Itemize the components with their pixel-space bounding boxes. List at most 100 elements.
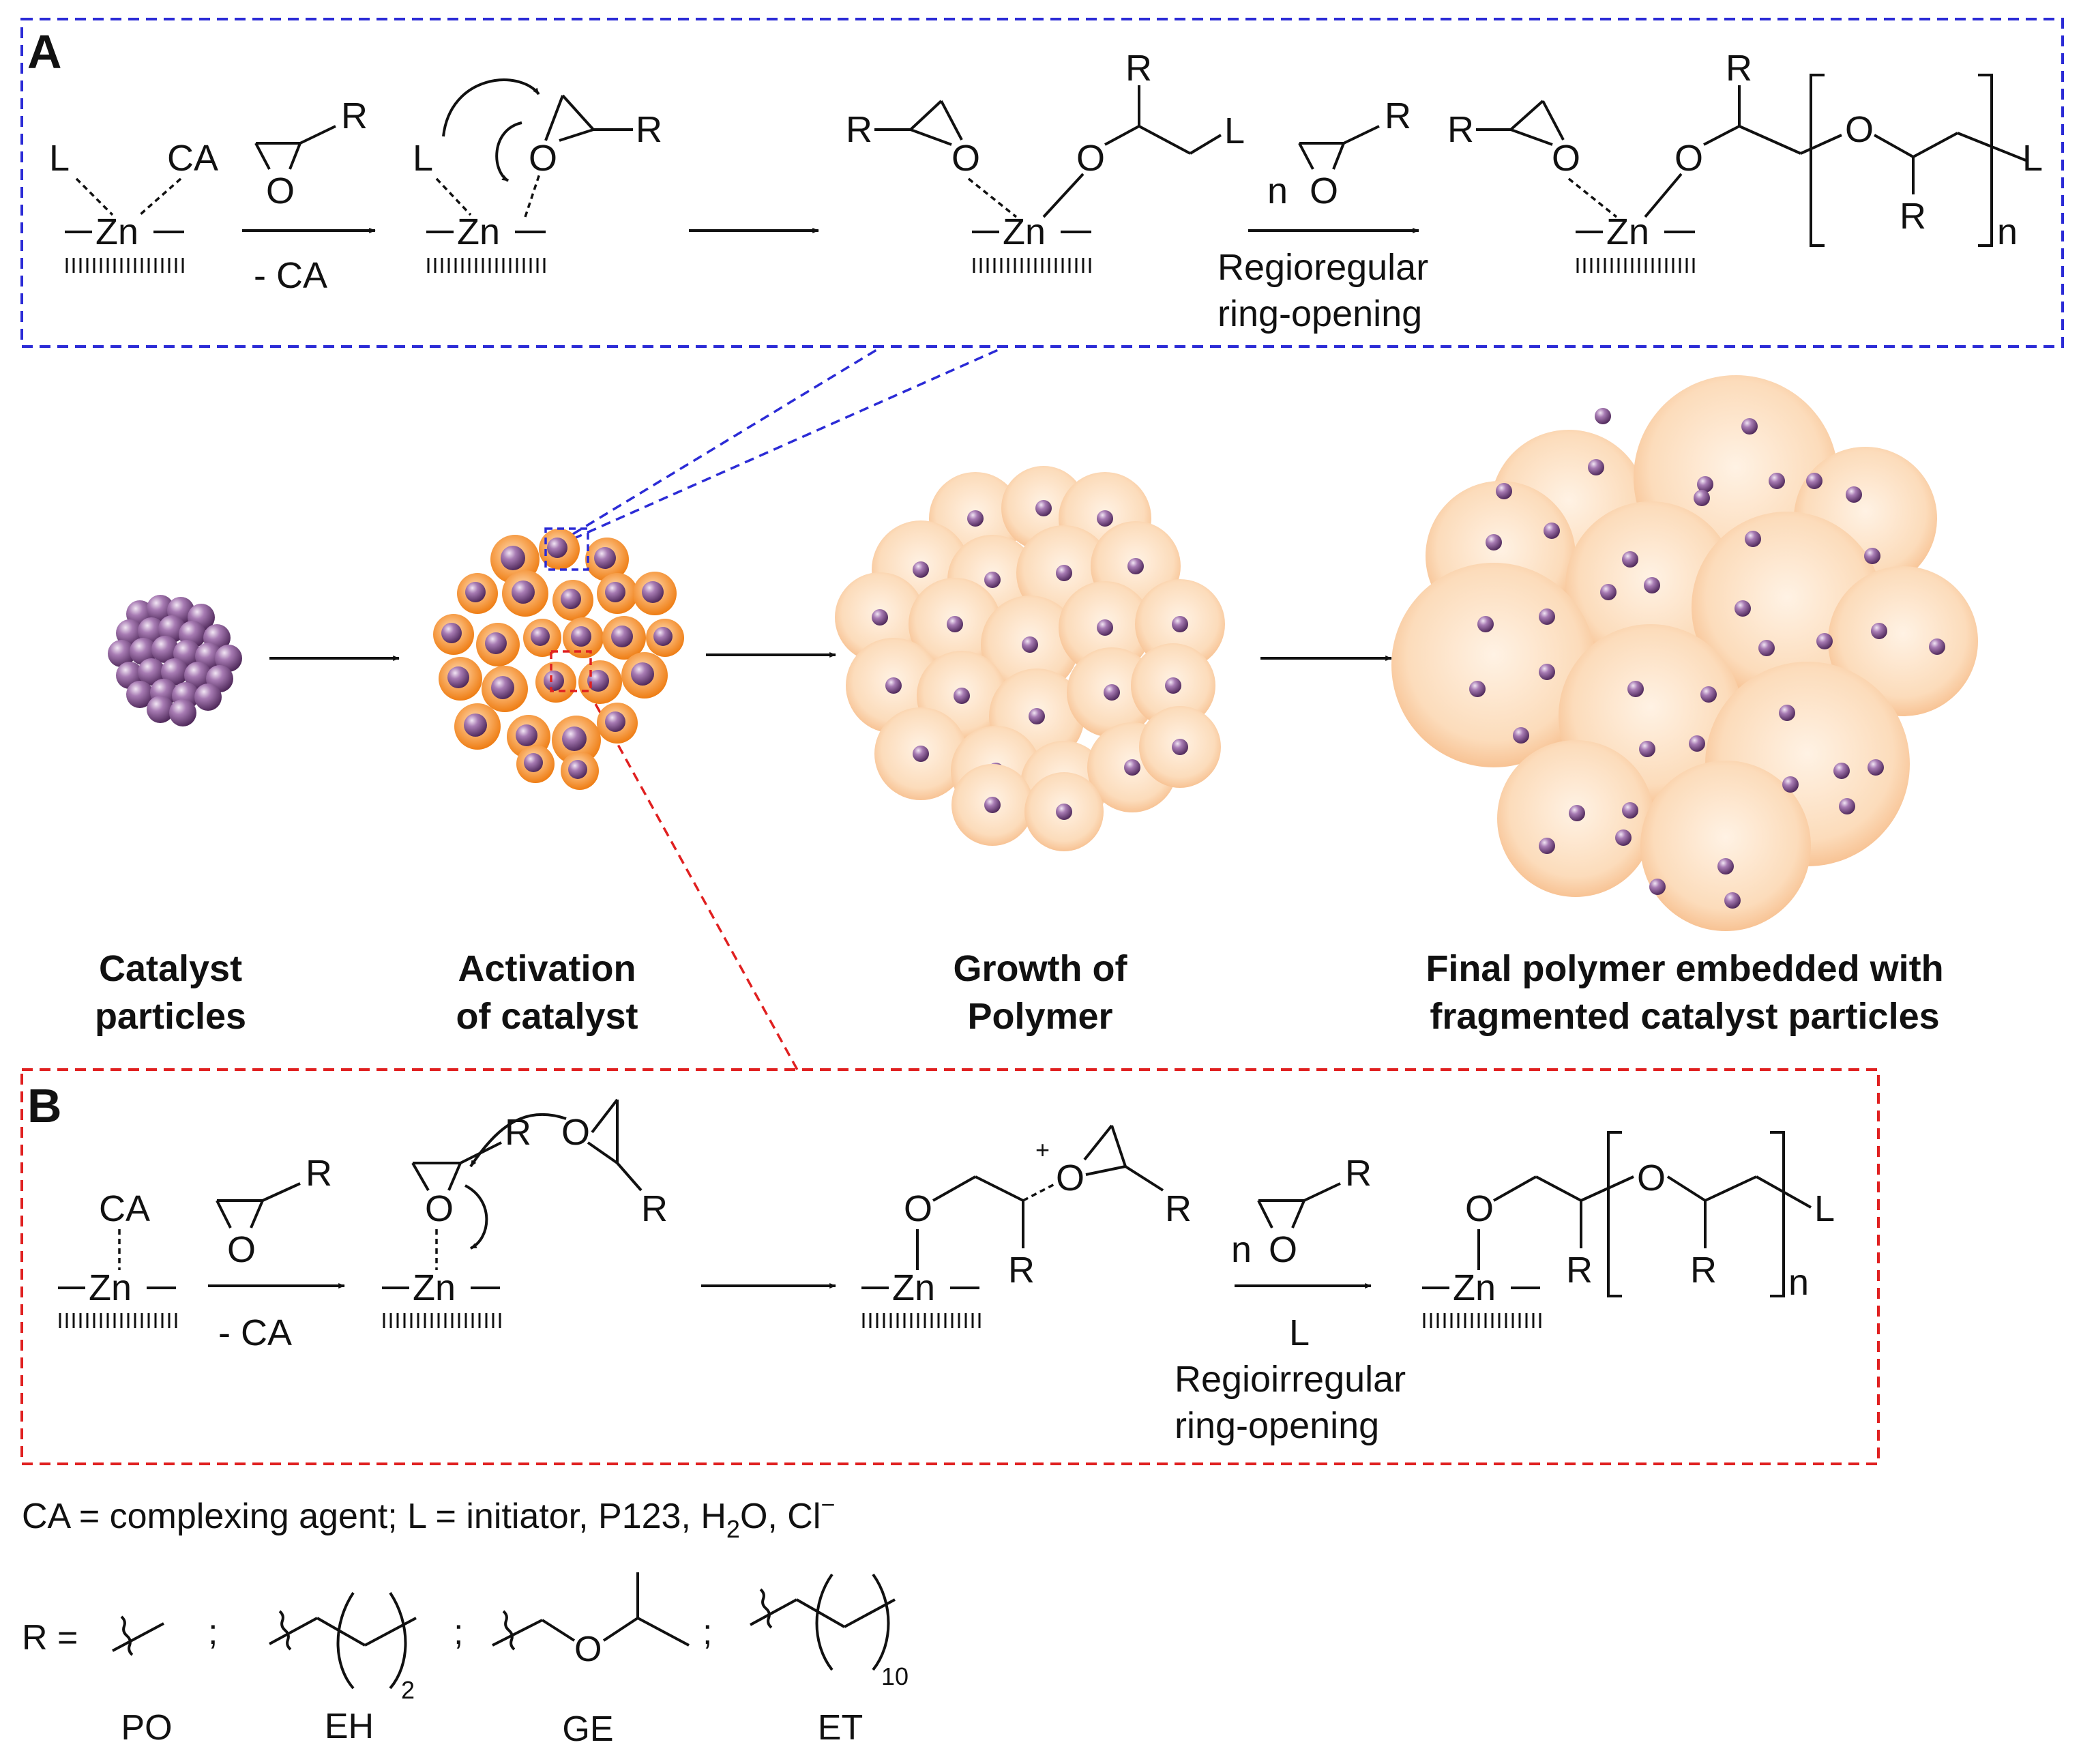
catalyst-fragment xyxy=(1595,408,1611,424)
catalyst-core xyxy=(568,760,587,779)
catalyst-fragment xyxy=(1735,600,1751,617)
stage-caption: particles xyxy=(95,996,246,1037)
catalyst-particle xyxy=(138,658,165,686)
atom-o: O xyxy=(266,171,295,211)
catalyst-fragment xyxy=(1477,616,1494,632)
atom-r: R xyxy=(1900,196,1926,237)
stage-captions: Catalyst particles Activation of catalys… xyxy=(95,948,1944,1037)
catalyst-fragment xyxy=(1097,510,1113,527)
atom-l: L xyxy=(49,138,70,179)
catalyst-particle xyxy=(147,595,174,622)
catalyst-core xyxy=(464,714,487,737)
separator: ; xyxy=(454,1613,463,1652)
structure-b4-polymer-chain: O Zn R O R L n xyxy=(1422,1131,1835,1328)
monomer-label-eh: EH xyxy=(325,1707,374,1746)
catalyst-fragment xyxy=(1486,534,1502,550)
catalyst-fragment xyxy=(885,677,902,694)
catalyst-fragment xyxy=(1782,776,1799,793)
catalyst-particle xyxy=(151,636,179,663)
arrow-b3-label-2: ring-opening xyxy=(1175,1405,1379,1446)
catalyst-fragment xyxy=(947,616,963,632)
catalyst-fragment xyxy=(1871,623,1887,639)
arrow-a3-label-1: Regioregular xyxy=(1217,247,1428,288)
catalyst-fragment xyxy=(1758,640,1775,656)
atom-r: R xyxy=(636,109,662,150)
catalyst-fragment xyxy=(1833,763,1850,779)
atom-r: R xyxy=(1008,1250,1035,1291)
catalyst-fragment xyxy=(1717,858,1734,874)
arrow-a1-label: - CA xyxy=(254,255,327,296)
legend: CA = complexing agent; L = initiator, P1… xyxy=(22,1490,909,1749)
panel-a-label: A xyxy=(27,25,62,78)
catalyst-core xyxy=(447,666,469,688)
monomer-label-ge: GE xyxy=(562,1709,613,1749)
surface-hatch xyxy=(862,1313,981,1328)
particle-stage-final xyxy=(1391,375,1978,931)
catalyst-fragment xyxy=(1544,523,1560,539)
catalyst-particle xyxy=(126,681,153,708)
atom-zn: Zn xyxy=(1453,1267,1496,1308)
polymer-particle xyxy=(1828,566,1978,716)
catalyst-fragment xyxy=(954,688,970,704)
repeat-n: n xyxy=(1788,1262,1809,1303)
catalyst-fragment xyxy=(1639,741,1655,757)
catalyst-fragment xyxy=(1104,684,1120,701)
surface-hatch xyxy=(1423,1313,1541,1328)
surface-hatch xyxy=(1576,258,1695,273)
repeat-bracket-right xyxy=(1978,74,1993,247)
catalyst-fragment xyxy=(1539,838,1555,854)
catalyst-fragment xyxy=(1627,681,1644,697)
catalyst-fragment xyxy=(1864,548,1880,564)
arrow-b1-label: - CA xyxy=(218,1312,292,1353)
catalyst-core xyxy=(516,724,537,746)
panel-a-frame xyxy=(20,18,2064,348)
separator: ; xyxy=(703,1613,712,1652)
catalyst-particle xyxy=(130,638,157,665)
substituent-eh: 2 xyxy=(269,1591,417,1704)
atom-r: R xyxy=(1447,109,1474,150)
catalyst-fragment xyxy=(1694,490,1710,506)
catalyst-fragment xyxy=(1644,577,1660,593)
catalyst-fragment xyxy=(1569,805,1585,821)
atom-o: O xyxy=(951,138,980,179)
repeat-bracket-right xyxy=(1770,1131,1785,1297)
atom-r: R xyxy=(341,95,368,136)
epoxide-reagent: O R xyxy=(254,95,368,211)
epoxide-reagent: O R xyxy=(216,1153,332,1270)
atom-l: L xyxy=(1224,111,1245,151)
catalyst-fragment xyxy=(1513,727,1529,744)
catalyst-core xyxy=(642,581,664,603)
catalyst-fragment xyxy=(1469,681,1486,697)
catalyst-fragment xyxy=(1741,418,1758,435)
atom-r: R xyxy=(306,1153,332,1194)
catalyst-core xyxy=(631,662,654,686)
coeff-n: n xyxy=(1267,171,1288,211)
surface-hatch xyxy=(65,258,184,273)
catalyst-particle xyxy=(215,645,242,672)
monomer-label-po: PO xyxy=(121,1708,172,1748)
catalyst-fragment xyxy=(1029,708,1045,724)
catalyst-fragment xyxy=(1496,483,1512,499)
catalyst-fragment xyxy=(1700,686,1717,703)
atom-o: O xyxy=(529,138,557,179)
catalyst-particle xyxy=(161,658,188,686)
atom-r: R xyxy=(846,109,872,150)
atom-o: O xyxy=(227,1229,256,1270)
catalyst-fragment xyxy=(1622,802,1638,819)
atom-o: O xyxy=(1674,138,1703,179)
atom-ca: CA xyxy=(167,138,218,179)
atom-zn: Zn xyxy=(892,1267,935,1308)
catalyst-core xyxy=(547,538,567,558)
catalyst-fragment xyxy=(1724,892,1741,909)
substituent-po xyxy=(112,1615,164,1656)
atom-r: R xyxy=(641,1188,668,1229)
catalyst-fragment xyxy=(1769,473,1785,489)
catalyst-fragment xyxy=(913,746,929,762)
repeat-bracket-left xyxy=(1810,74,1825,247)
atom-r: R xyxy=(1165,1188,1192,1229)
catalyst-fragment xyxy=(984,797,1001,813)
catalyst-fragment xyxy=(1127,558,1144,574)
repeat-n: n xyxy=(1997,211,2018,252)
catalyst-fragment xyxy=(1779,705,1795,721)
atom-o: O xyxy=(1637,1158,1666,1199)
